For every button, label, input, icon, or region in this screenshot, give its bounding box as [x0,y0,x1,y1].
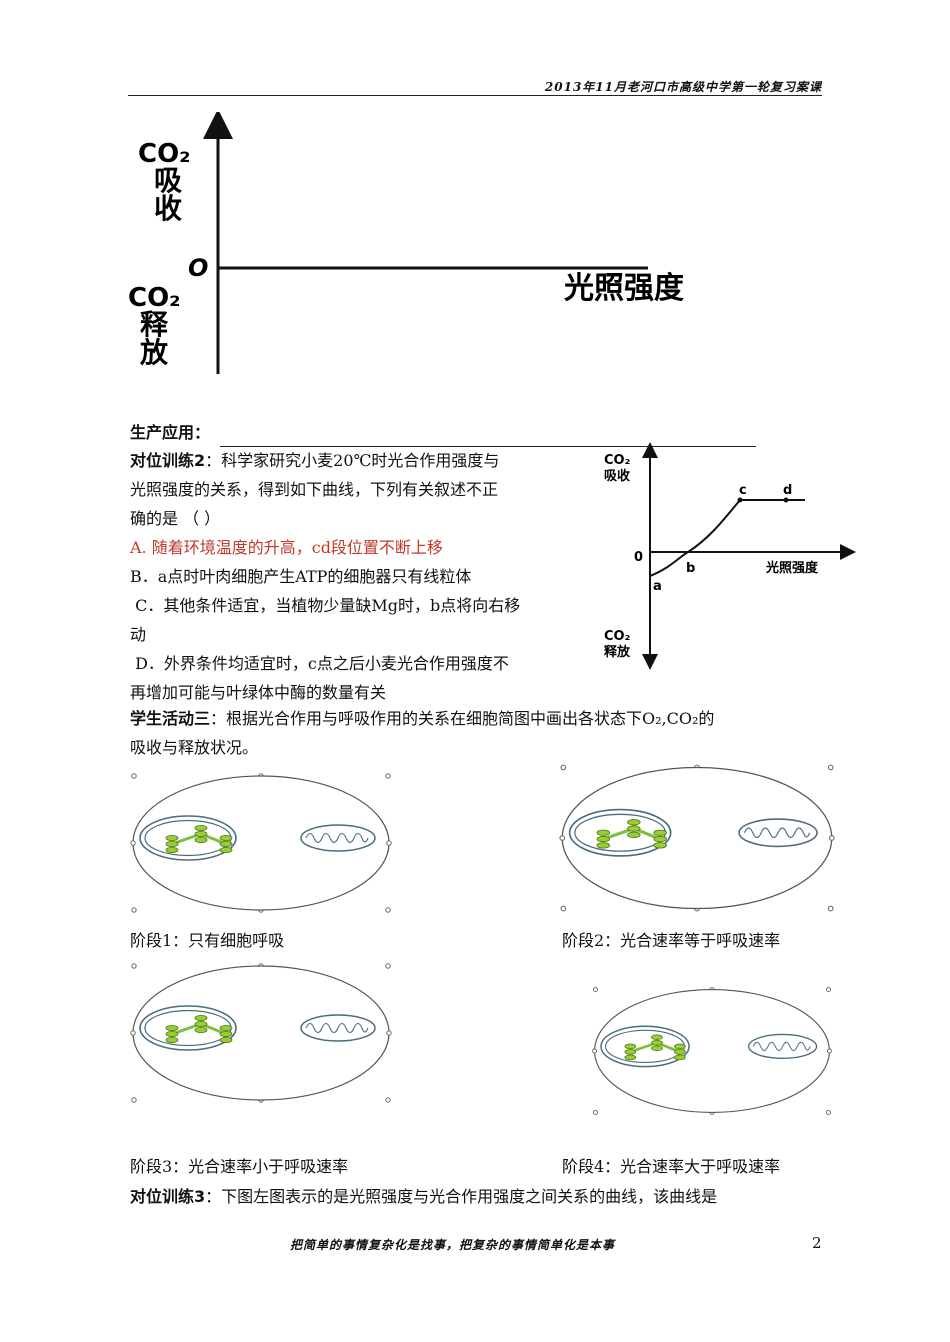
graph2-light-intensity: 光照强度 [765,560,819,576]
option-b: B．a点时叶肉细胞产生ATP的细胞器只有线粒体 [130,567,472,586]
option-c-line2: 动 [130,625,147,644]
mitochondrion [738,818,818,848]
cell-diagram-stage2[interactable] [557,762,837,914]
graph2-label-a: a [653,579,662,594]
graph1-origin: O [188,254,208,282]
activity3-text-line1: ：根据光合作用与呼吸作用的关系在细胞简图中画出各状态下O₂,CO₂的 [210,709,715,728]
graph1-absorb-char2: 收 [154,192,182,225]
graph1-release-char2: 放 [139,336,169,369]
blank-axes-graph: CO₂ 吸 收 O CO₂ 释 放 光照强度 [128,112,684,374]
mitochondrion [748,1033,818,1060]
graph1-light-intensity-label: 光照强度 [564,271,684,306]
training2-label: 对位训练2 [130,451,206,470]
training2-text-line3: 确的是 （ ） [130,509,221,528]
graph1-absorb-char1: 吸 [154,164,182,197]
graph2-absorb: 吸收 [604,468,631,484]
cell-diagram-stage3[interactable] [128,960,394,1106]
option-d-line1: D．外界条件均适宜时，c点之后小麦光合作用强度不 [130,654,509,673]
production-row: 生产应用： [130,418,757,447]
activity3-text-line2: 吸收与释放状况。 [130,738,259,757]
production-label: 生产应用： [130,423,211,442]
graph2-point-c [737,497,743,503]
graph2-label-b: b [686,561,695,576]
graph2-co2-bottom: CO₂ [604,629,630,644]
training2-block: 对位训练2：科学家研究小麦20℃时光合作用强度与 光照强度的关系，得到如下曲线，… [130,446,520,707]
graph2-label-c: c [739,483,747,498]
training2-text-line2: 光照强度的关系，得到如下曲线，下列有关叙述不正 [130,480,499,499]
graph1-release-char1: 释 [140,308,169,341]
footer-motto: 把简单的事情复杂化是找事，把复杂的事情简单化是本事 [290,1238,616,1252]
graph1-co2-release-label: CO₂ [128,283,181,313]
option-d-line2: 再增加可能与叶绿体中酶的数量有关 [130,683,387,702]
graph2-label-d: d [783,483,792,498]
graph2-release: 释放 [604,644,631,660]
training3-label: 对位训练3 [130,1187,206,1206]
option-a: A. 随着环境温度的升高，cd段位置不断上移 [130,538,443,557]
mitochondrion [300,824,376,852]
training3-text: ：下图左图表示的是光照强度与光合作用强度之间关系的曲线，该曲线是 [205,1187,718,1206]
training3-row: 对位训练3：下图左图表示的是光照强度与光合作用强度之间关系的曲线，该曲线是 [130,1182,717,1211]
light-response-curve-graph: CO₂ 吸收 0 光照强度 CO₂ 释放 a b c d [604,442,856,670]
page-number: 2 [812,1234,822,1252]
training2-text-line1: ：科学家研究小麦20℃时光合作用强度与 [205,451,500,470]
chloroplast [568,808,672,857]
activity3-block: 学生活动三：根据光合作用与呼吸作用的关系在细胞简图中画出各状态下O₂,CO₂的 … [130,704,714,762]
graph2-origin: 0 [634,550,643,565]
production-blank[interactable] [220,428,757,447]
graph2-co2-top: CO₂ [604,453,630,468]
stage3-label: 阶段3：光合速率小于呼吸速率 [130,1157,349,1176]
running-header: 2013年11月老河口市高级中学第一轮复习案课 [544,80,822,94]
mitochondrion [300,1014,376,1042]
graph2-point-d [783,497,789,503]
chloroplast [139,815,237,861]
activity3-label: 学生活动三 [130,709,211,728]
stage2-label: 阶段2：光合速率等于呼吸速率 [562,931,781,950]
chloroplast [600,1025,690,1068]
stage1-label: 阶段1：只有细胞呼吸 [130,931,285,950]
header-rule [128,95,822,96]
option-c-line1: C．其他条件适宜，当植物少量缺Mg时，b点将向右移 [130,596,521,615]
cell-diagram-stage4[interactable] [590,982,834,1120]
cell-diagram-stage1[interactable] [128,772,394,914]
graph2-curve [649,499,805,577]
graph1-co2-absorb-label: CO₂ [138,139,191,169]
chloroplast [139,1005,237,1051]
stage4-label: 阶段4：光合速率大于呼吸速率 [562,1157,781,1176]
